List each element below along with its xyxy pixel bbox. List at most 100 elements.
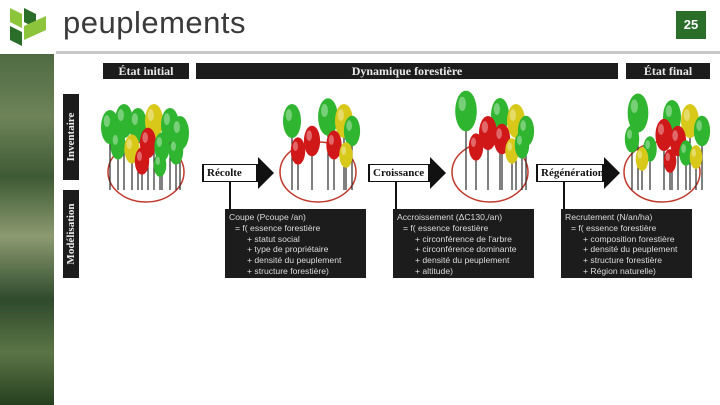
tree-highlight xyxy=(163,113,171,126)
tree-highlight xyxy=(112,134,119,146)
tree-crown xyxy=(663,149,677,173)
tree-crown xyxy=(468,133,484,161)
tree-highlight xyxy=(696,120,702,131)
tree-crown xyxy=(491,98,509,132)
model-title: Accroissement (ΔC130,/an) xyxy=(397,212,503,222)
stand-after-growth xyxy=(451,90,535,203)
arrow-regeneration xyxy=(536,157,620,189)
tree-crown xyxy=(290,137,306,165)
tree-crown xyxy=(318,98,338,136)
tree-highlight xyxy=(131,113,139,126)
model-box-growth: Accroissement (ΔC130,/an) = f( essence f… xyxy=(393,209,534,278)
tree-crown xyxy=(455,90,477,132)
tree-crown xyxy=(343,115,361,147)
stand-final xyxy=(623,93,711,203)
tree-highlight xyxy=(665,105,672,118)
tree-highlight xyxy=(496,128,503,140)
tree-highlight xyxy=(691,148,696,158)
model-formula: = f( essence forestière xyxy=(571,222,657,233)
tree-crown xyxy=(153,153,167,177)
tree-highlight xyxy=(173,121,181,133)
tree-highlight xyxy=(665,152,670,162)
tree-highlight xyxy=(292,141,299,152)
tree-crown xyxy=(627,93,649,133)
tree-highlight xyxy=(136,151,142,162)
page-title: peuplements xyxy=(63,5,247,40)
step-label-growth: Croissance xyxy=(373,167,425,179)
model-term: + densité du peuplement xyxy=(583,244,678,255)
model-formula: = f( essence forestière xyxy=(235,222,321,233)
tree-crown xyxy=(303,125,321,157)
step-label-harvest: Récolte xyxy=(207,167,242,179)
tree-highlight xyxy=(321,103,328,117)
stand-after-harvest xyxy=(279,98,361,203)
tree-crown xyxy=(689,145,703,169)
tree-highlight xyxy=(126,138,132,150)
tree-highlight xyxy=(672,130,678,142)
connectors xyxy=(229,182,565,211)
tree-highlight xyxy=(470,137,477,148)
model-term: + type de propriétaire xyxy=(247,244,329,255)
tree-crown xyxy=(115,104,133,138)
stand-initial xyxy=(101,104,189,203)
step-label-regeneration: Régénération xyxy=(541,167,604,179)
tree-highlight xyxy=(170,141,176,152)
model-term: + densité du peuplement xyxy=(247,255,342,266)
tree-highlight xyxy=(637,150,642,160)
tree-highlight xyxy=(507,142,512,152)
model-box-regeneration: Recrutement (N/an/ha) = f( essence fores… xyxy=(561,209,692,278)
tree-crown xyxy=(283,104,301,138)
side-label-modeling: Modélisation xyxy=(63,190,79,278)
header-initial-state: État initial xyxy=(103,63,189,79)
model-term: + Région naturelle) xyxy=(583,265,656,276)
model-term: + altitude) xyxy=(415,265,453,276)
tree-highlight xyxy=(346,120,353,131)
tree-crown xyxy=(134,147,150,175)
tree-crown xyxy=(514,131,530,159)
tree-highlight xyxy=(658,123,664,135)
tree-crown xyxy=(168,137,184,165)
tree-crown xyxy=(110,130,126,160)
tree-crown xyxy=(693,115,711,147)
tree-highlight xyxy=(645,140,650,150)
tree-highlight xyxy=(630,99,638,113)
model-term: + circonférence de l'arbre xyxy=(415,233,512,244)
tree-crown xyxy=(635,147,649,171)
model-formula: = f( essence forestière xyxy=(403,222,489,233)
tree-highlight xyxy=(285,109,292,122)
tree-highlight xyxy=(142,132,148,144)
tree-crown xyxy=(624,125,640,153)
header-dynamics: Dynamique forestière xyxy=(196,63,618,79)
tree-highlight xyxy=(516,135,522,146)
tree-highlight xyxy=(509,109,516,122)
tree-highlight xyxy=(683,109,690,122)
header-final-state: État final xyxy=(626,63,710,79)
tree-highlight xyxy=(147,109,155,122)
tree-crown xyxy=(679,140,693,166)
tree-crown xyxy=(339,142,353,168)
model-term: + structure forestière xyxy=(583,255,663,266)
model-box-harvest: Coupe (Pcoupe /an) = f( essence forestiè… xyxy=(225,209,366,278)
tree-highlight xyxy=(481,121,488,133)
tree-highlight xyxy=(626,129,632,140)
tree-highlight xyxy=(306,130,313,142)
side-label-inventory: Inventaire xyxy=(63,94,79,180)
tree-highlight xyxy=(156,136,162,148)
page-number: 25 xyxy=(676,11,706,39)
model-term: + composition forestière xyxy=(583,233,675,244)
tree-highlight xyxy=(337,109,344,122)
tree-highlight xyxy=(103,115,110,128)
tree-crown xyxy=(479,116,497,150)
tree-highlight xyxy=(155,156,160,166)
tree-highlight xyxy=(493,103,500,116)
tree-highlight xyxy=(681,144,686,154)
model-title: Recrutement (N/an/ha) xyxy=(565,212,653,222)
tree-highlight xyxy=(341,146,347,156)
tree-highlight xyxy=(117,109,124,122)
tree-crown xyxy=(326,130,342,160)
arrow-harvest xyxy=(202,157,274,189)
tree-highlight xyxy=(328,134,335,146)
title-divider xyxy=(56,51,720,54)
model-term: + statut social xyxy=(247,233,300,244)
